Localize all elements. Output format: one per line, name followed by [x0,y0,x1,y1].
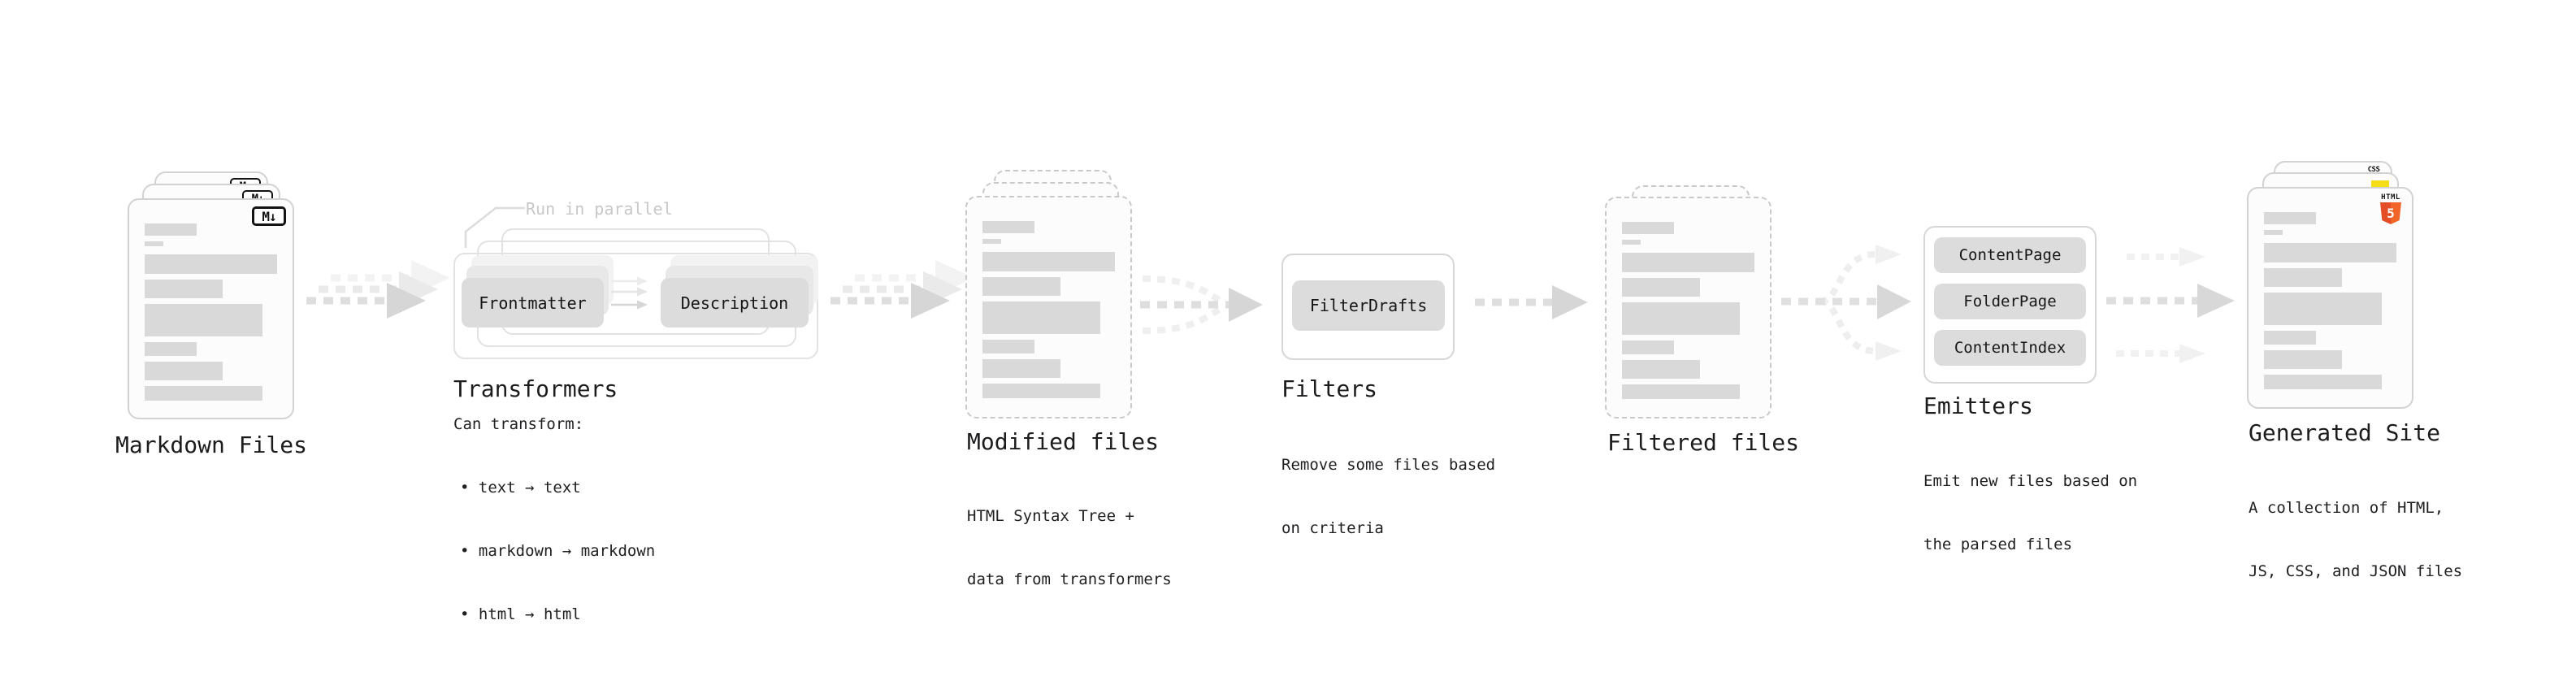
modified-file-card [965,196,1132,419]
description-transformer-box: Description [661,278,809,327]
css-icon-label: CSS [2367,166,2380,174]
filters-desc: Remove some files based on criteria [1281,412,1495,581]
filtered-files-title: Filtered files [1607,429,1800,456]
desc-line: on criteria [1281,519,1384,537]
text-skeleton [982,221,1115,404]
html5-icon: HTML 5 [2380,194,2401,224]
markdown-icon: M↓ [252,206,286,226]
html5-icon-label: HTML [2381,193,2400,202]
contentindex-emitter-box: ContentIndex [1934,330,2086,366]
flow-arrow-emitters-to-generated [2106,247,2235,363]
flow-arrow-markdown-to-transformers [306,260,450,319]
contentpage-emitter-box: ContentPage [1934,237,2086,273]
folderpage-emitter-box: FolderPage [1934,284,2086,319]
run-in-parallel-annotation: Run in parallel [526,199,673,219]
desc-line: the parsed files [1923,536,2073,553]
transform-bullet: • html → html [460,605,581,623]
text-skeleton [1622,222,1754,405]
transformers-capabilities: • text → text • markdown → markdown • ht… [460,435,655,667]
desc-line: A collection of HTML, [2249,499,2444,517]
frontmatter-transformer-box: Frontmatter [462,278,604,327]
markdown-files-label: Markdown Files [115,432,308,458]
generated-site-title: Generated Site [2249,419,2441,446]
html5-icon-shield: 5 [2380,202,2401,224]
text-skeleton [145,223,277,406]
desc-line: data from transformers [967,570,1172,588]
transformer-layer-front [453,253,818,359]
flow-arrow-filtered-to-emitters [1781,245,1911,361]
generated-site-desc: A collection of HTML, JS, CSS, and JSON … [2249,455,2462,624]
modified-files-title: Modified files [967,428,1160,455]
desc-line: JS, CSS, and JSON files [2249,562,2463,580]
flow-arrow-filters-to-filtered [1475,285,1588,319]
filters-title: Filters [1281,375,1378,402]
desc-line: Emit new files based on [1923,472,2138,490]
emitters-title: Emitters [1923,393,2033,419]
text-skeleton [2264,212,2396,395]
modified-files-desc: HTML Syntax Tree + data from transformer… [967,463,1172,632]
transform-bullet: • markdown → markdown [460,542,656,560]
transform-bullet: • text → text [460,479,581,497]
generated-file-card-html: HTML 5 [2247,187,2413,409]
annotation-leader-line [464,206,525,248]
transformers-title: Transformers [453,375,618,402]
filtered-file-card [1605,197,1772,419]
flow-arrow-transformers-to-modified [830,260,974,319]
filterdrafts-box: FilterDrafts [1292,280,1445,331]
parallel-step-arrows [611,276,648,310]
flow-arrow-modified-to-filters [1140,275,1263,334]
desc-line: Remove some files based [1281,456,1496,474]
transformers-subtitle: Can transform: [453,415,584,433]
emitters-desc: Emit new files based on the parsed files [1923,428,2137,597]
markdown-file-card: M↓ [128,198,294,419]
desc-line: HTML Syntax Tree + [967,507,1134,525]
